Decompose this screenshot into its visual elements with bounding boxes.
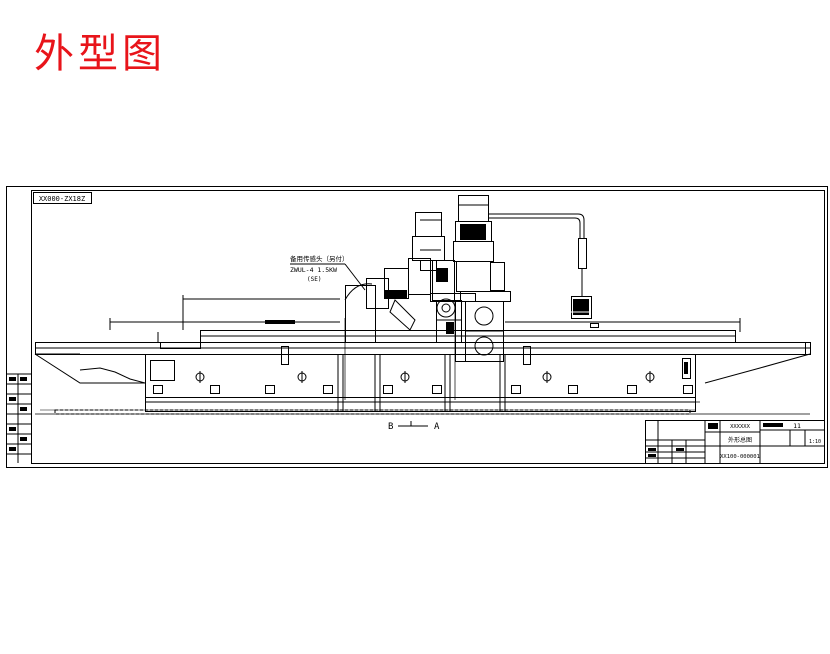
- grinding-head: [344, 212, 476, 343]
- title-block: [645, 420, 825, 464]
- title-block-drawing-no: XX100-000001: [720, 454, 760, 460]
- sheet-inner-frame: [31, 190, 825, 464]
- title-block-name: 外形总图: [728, 436, 752, 444]
- page-title: 外型图: [34, 31, 166, 77]
- left-margin-table: [6, 373, 31, 463]
- right-spindle-column: [453, 195, 511, 362]
- callout-label-2: ZWUL-4 1.5KW: [290, 266, 337, 274]
- callout-label-1: 备用传感头（另付）: [290, 254, 349, 263]
- section-mark-a: A: [434, 422, 440, 432]
- callout-leader: [344, 263, 366, 291]
- bed-bolts: [153, 346, 693, 394]
- work-table: [109, 295, 741, 349]
- title-block-scale: 1:10: [809, 439, 821, 445]
- dimension-lines: [35, 300, 810, 415]
- drawing-code-box: [33, 192, 92, 204]
- drawing-code-text: XX000-ZX18Z: [39, 195, 85, 203]
- title-block-sheet: 11: [793, 422, 801, 430]
- callout-label-3: (SE): [307, 276, 321, 283]
- sheet-outer-frame: [6, 186, 828, 468]
- machine-bed: [34, 342, 811, 415]
- title-block-company: XXXXXX: [730, 424, 751, 430]
- section-mark-b: B: [388, 422, 393, 432]
- pendant-control: [488, 213, 592, 319]
